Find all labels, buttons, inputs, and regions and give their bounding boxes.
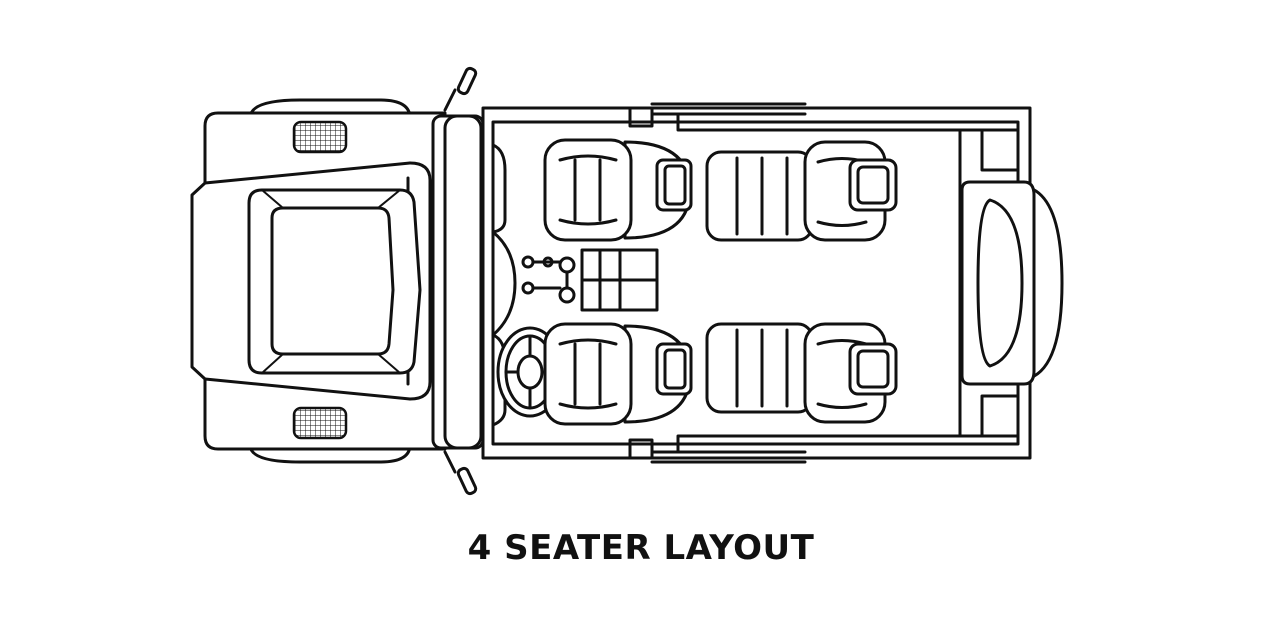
windshield-frame bbox=[431, 114, 485, 450]
left-mirror-icon bbox=[443, 66, 478, 112]
right-mirror-icon bbox=[443, 450, 478, 496]
hood bbox=[190, 111, 447, 451]
front-right-seat-icon bbox=[543, 322, 693, 426]
layout-caption: 4 SEATER LAYOUT bbox=[467, 528, 815, 568]
center-console bbox=[580, 248, 659, 312]
rear-right-seat-icon bbox=[705, 322, 898, 424]
front-left-seat-icon bbox=[543, 138, 693, 242]
rear-left-seat-icon bbox=[705, 140, 898, 242]
right-headlight-icon bbox=[292, 406, 348, 440]
spare-tire-icon bbox=[960, 180, 1064, 386]
left-headlight-icon bbox=[292, 120, 348, 154]
gear-shift-icon bbox=[521, 255, 576, 304]
